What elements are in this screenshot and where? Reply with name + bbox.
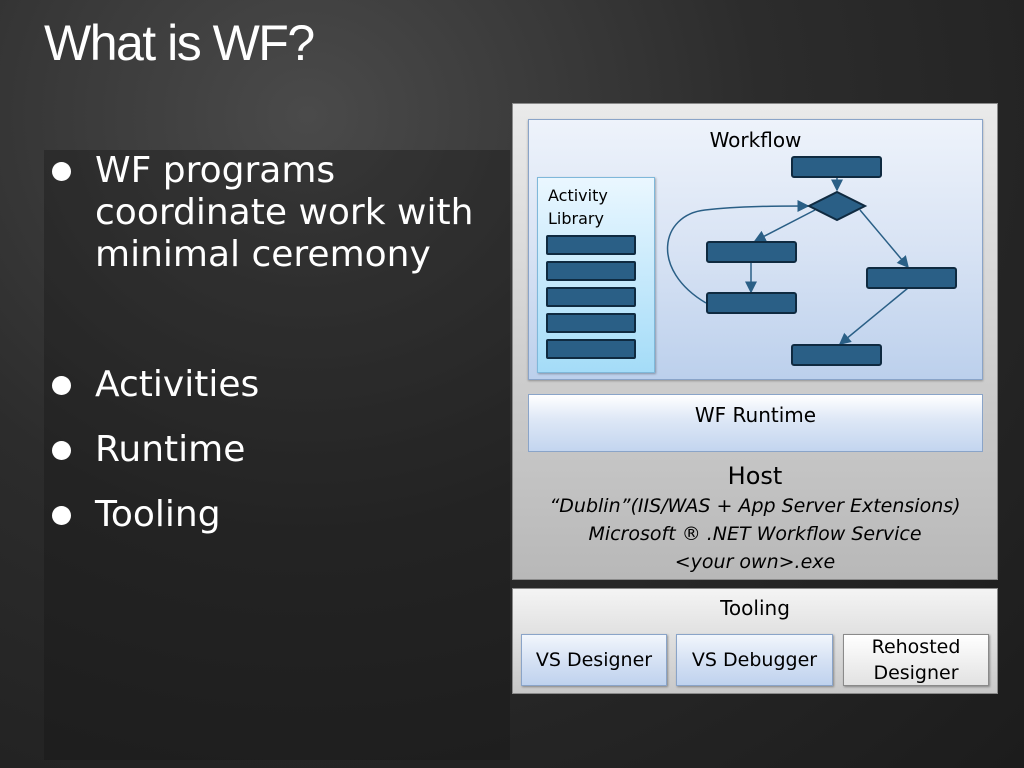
workflow-decision-node (806, 190, 868, 222)
workflow-activity-node (706, 241, 797, 263)
bullet-panel (44, 150, 510, 760)
flow-arrow (838, 287, 909, 345)
activity-library-item (546, 313, 636, 333)
workflow-label: Workflow (709, 128, 802, 152)
bullet-item-runtime: Runtime (52, 429, 245, 471)
bullet-item-activities: Activities (52, 364, 259, 406)
bullet-text: Tooling (95, 494, 221, 535)
activity-library-item (546, 261, 636, 281)
bullet-dot-icon (52, 506, 71, 525)
activity-library-label: Activity Library (548, 186, 608, 228)
bullet-item-wf-programs: WF programs coordinate work with minimal… (52, 150, 512, 276)
workflow-activity-node (866, 267, 957, 289)
activity-library-item (546, 287, 636, 307)
bullet-dot-icon (52, 376, 71, 395)
tool-vs-designer: VS Designer (521, 634, 667, 686)
host-line-workflow-service: Microsoft ® .NET Workflow Service (588, 523, 922, 545)
activity-library-item (546, 235, 636, 255)
workflow-activity-node (791, 156, 882, 178)
workflow-activity-node (791, 344, 882, 366)
flow-arrow (859, 209, 909, 269)
wf-runtime-box (528, 394, 983, 452)
tool-rehosted-designer: Rehosted Designer (843, 634, 989, 686)
flow-arrow (753, 209, 816, 242)
host-line-dublin: “Dublin”(IIS/WAS + App Server Extensions… (549, 495, 961, 517)
wf-runtime-label: WF Runtime (694, 403, 817, 427)
host-label: Host (727, 462, 783, 490)
bullet-item-tooling: Tooling (52, 494, 221, 536)
flow-loop-arrow (666, 200, 810, 304)
bullet-dot-icon (52, 162, 71, 181)
tooling-label: Tooling (720, 596, 790, 620)
workflow-activity-node (706, 292, 797, 314)
bullet-dot-icon (52, 441, 71, 460)
tool-vs-debugger: VS Debugger (676, 634, 833, 686)
bullet-text: Runtime (95, 429, 246, 470)
host-line-own-exe: <your own>.exe (674, 551, 836, 573)
activity-library-item (546, 339, 636, 359)
bullet-text: Activities (95, 364, 260, 405)
slide-title: What is WF? (44, 15, 315, 71)
bullet-text: WF programs coordinate work with minimal… (95, 150, 474, 275)
